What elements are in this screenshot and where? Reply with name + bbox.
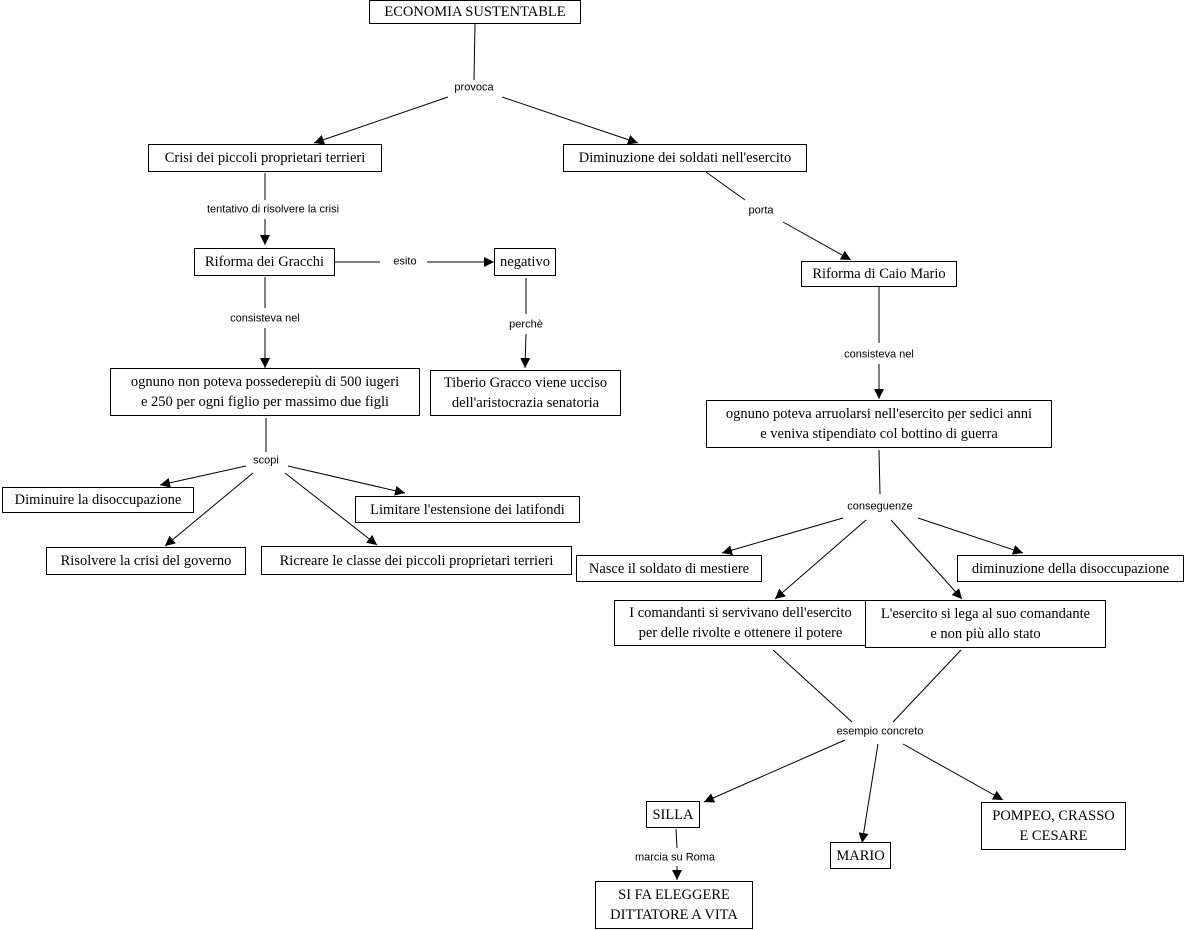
edge-conseguenze-esercito-lega: [890, 519, 963, 600]
node-economia-sustentable: ECONOMIA SUSTENTABLE: [369, 0, 581, 24]
edge-porta-caio: [782, 221, 852, 261]
edge-silla-marcia: [675, 828, 678, 849]
link-label-scopi: scopi: [251, 453, 281, 469]
edge-provoca-diminuzione: [501, 96, 639, 145]
link-label-perche: perchè: [507, 317, 545, 333]
node-pompeo-crasso-cesare: POMPEO, CRASSO E CESARE: [981, 802, 1126, 850]
node-silla: SILLA: [646, 801, 700, 828]
node-diminuzione-soldati: Diminuzione dei soldati nell'esercito: [563, 144, 807, 172]
edge-conseguenze-diminuzione-dis: [917, 517, 1024, 555]
edge-conseguenze-nasce: [721, 517, 844, 556]
node-crisi-piccoli-proprietari: Crisi dei piccoli proprietari terrieri: [148, 144, 382, 172]
node-limitare-latifondi: Limitare l'estensione dei latifondi: [355, 496, 580, 523]
link-label-esito: esito: [391, 254, 419, 270]
node-mario: MARIO: [830, 842, 891, 869]
edge-scopi-limitare: [287, 465, 406, 496]
edge-scopi-diminuire: [159, 465, 247, 488]
link-label-provoca: provoca: [452, 80, 496, 96]
edge-scopi-ricreare: [284, 472, 378, 546]
node-ognuno-non-poteva: ognuno non poteva possederepiù di 500 iu…: [110, 368, 420, 416]
node-dittatore-a-vita: SI FA ELEGGERE DITTATORE A VITA: [595, 881, 753, 929]
edge-diminuzione-porta: [705, 171, 746, 201]
link-label-porta: porta: [746, 203, 776, 219]
node-diminuire-disoccupazione: Diminuire la disoccupazione: [2, 487, 194, 513]
edge-scopi-risolvere: [164, 472, 254, 547]
edge-esempio-silla: [703, 739, 846, 803]
edge-esempio-mario: [858, 743, 879, 844]
link-label-esempio-concreto: esempio concreto: [834, 724, 926, 740]
node-risolvere-crisi-governo: Risolvere la crisi del governo: [46, 547, 246, 575]
link-label-marcia-su-roma: marcia su Roma: [632, 850, 718, 866]
node-esercito-lega: L'esercito si lega al suo comandante e n…: [865, 600, 1106, 648]
node-nasce-soldato: Nasce il soldato di mestiere: [576, 555, 762, 582]
edge-esercito-lega-esempio: [892, 649, 962, 723]
link-label-tentativo: tentativo di risolvere la crisi: [204, 202, 342, 218]
edge-perche-tiberio: [520, 333, 531, 369]
node-ognuno-poteva-arruolarsi: ognuno poteva arruolarsi nell'esercito p…: [706, 400, 1052, 448]
node-diminuzione-disoccupazione: diminuzione della disoccupazione: [957, 555, 1184, 582]
node-tiberio-gracco: Tiberio Gracco viene ucciso dell'aristoc…: [430, 370, 621, 416]
edge-provoca-crisi: [313, 96, 449, 145]
edge-ognuno-poteva-conseguenze: [878, 449, 881, 495]
edge-esempio-pompeo: [902, 743, 1004, 801]
node-negativo: negativo: [494, 248, 556, 276]
link-label-consisteva-gracchi: consisteva nel: [228, 311, 302, 327]
edge-economia-provoca: [473, 23, 476, 81]
node-ricreare-classe: Ricreare le classe dei piccoli proprieta…: [261, 546, 572, 575]
node-riforma-gracchi: Riforma dei Gracchi: [194, 248, 335, 276]
node-comandanti-servivano: I comandanti si servivano dell'esercito …: [614, 600, 867, 646]
link-label-conseguenze: conseguenze: [845, 499, 915, 515]
edge-conseguenze-comandanti: [774, 519, 867, 600]
edge-comandanti-esempio: [772, 649, 853, 723]
node-riforma-caio-mario: Riforma di Caio Mario: [801, 261, 957, 287]
link-label-consisteva-caio: consisteva nel: [842, 347, 916, 363]
